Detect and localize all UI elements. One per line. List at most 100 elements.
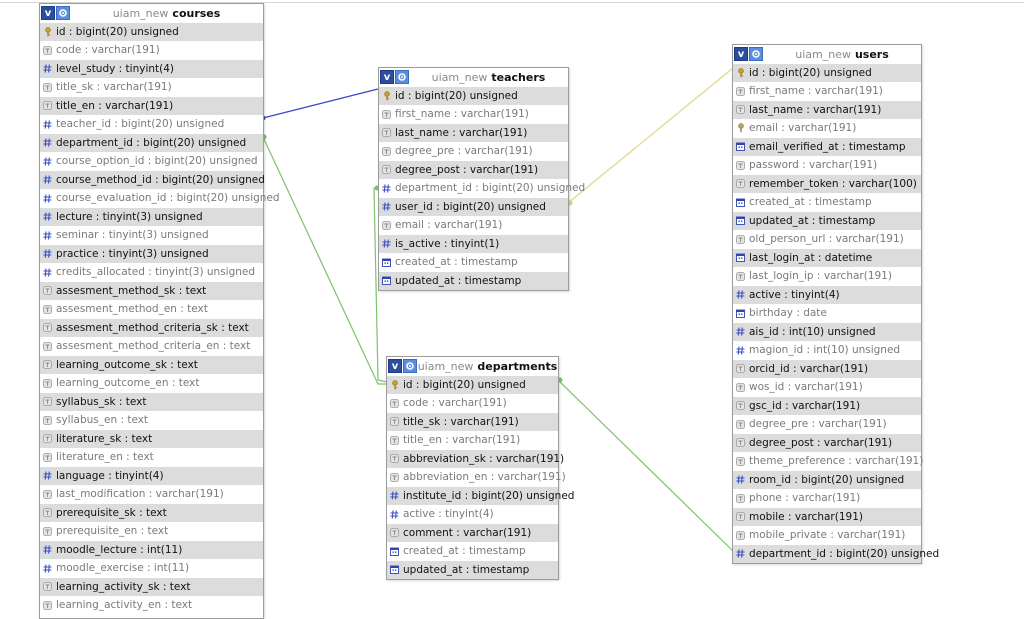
column-row[interactable]: first_name : varchar(191) (379, 104, 568, 124)
column-row[interactable]: theme_preference : varchar(191) (733, 451, 923, 471)
column-row[interactable]: id : bigint(20) unsigned (379, 86, 568, 105)
column-row[interactable]: abbreviation_en : varchar(191) (387, 467, 566, 487)
column-row[interactable]: degree_post : varchar(191) (379, 160, 568, 179)
column-row[interactable]: learning_activity_en : text (40, 595, 263, 615)
column-row[interactable]: active : tinyint(4) (387, 504, 558, 524)
column-row[interactable]: last_name : varchar(191) (379, 123, 568, 142)
column-row[interactable]: abbreviation_sk : varchar(191) (387, 449, 564, 468)
gear-icon[interactable] (395, 70, 409, 84)
column-row[interactable]: updated_at : timestamp (379, 271, 568, 290)
column-row[interactable]: seminar : tinyint(3) unsigned (40, 225, 263, 245)
column-row[interactable]: password : varchar(191) (733, 155, 921, 175)
column-row[interactable]: course_option_id : bigint(20) unsigned (40, 151, 263, 171)
column-row[interactable]: mobile : varchar(191) (733, 507, 921, 526)
column-row[interactable]: moodle_lecture : int(11) (40, 540, 263, 559)
column-row[interactable]: literature_en : text (40, 447, 263, 467)
column-row[interactable]: room_id : bigint(20) unsigned (733, 470, 921, 489)
column-row[interactable]: created_at : timestamp (733, 192, 921, 212)
column-row[interactable]: code : varchar(191) (40, 40, 263, 60)
column-row[interactable]: assesment_method_sk : text (40, 281, 263, 300)
column-row[interactable]: learning_outcome_en : text (40, 373, 263, 393)
column-row[interactable]: old_person_url : varchar(191) (733, 229, 921, 249)
column-row[interactable]: id : bigint(20) unsigned (733, 63, 921, 82)
column-row[interactable]: created_at : timestamp (379, 252, 568, 272)
column-row[interactable]: lecture : tinyint(3) unsigned (40, 207, 263, 226)
column-row[interactable]: course_evaluation_id : bigint(20) unsign… (40, 188, 280, 208)
column-row[interactable]: birthday : date (733, 303, 921, 323)
column-row[interactable]: magion_id : int(10) unsigned (733, 340, 921, 360)
toggle-columns-button[interactable]: v (380, 70, 394, 84)
column-row[interactable]: degree_pre : varchar(191) (379, 141, 568, 161)
column-row[interactable]: moodle_exercise : int(11) (40, 558, 263, 578)
column-row[interactable]: degree_post : varchar(191) (733, 433, 921, 452)
column-row[interactable]: literature_sk : text (40, 429, 263, 448)
toggle-columns-button[interactable]: v (734, 47, 748, 61)
table-name: teachers (491, 70, 546, 84)
column-row[interactable]: practice : tinyint(3) unsigned (40, 244, 263, 263)
toggle-columns-button[interactable]: v (41, 6, 55, 20)
column-row[interactable]: user_id : bigint(20) unsigned (379, 197, 568, 216)
column-row[interactable]: learning_activity_sk : text (40, 577, 263, 596)
column-row[interactable]: gsc_id : varchar(191) (733, 396, 921, 415)
column-row[interactable]: prerequisite_en : text (40, 521, 263, 541)
column-row[interactable]: ais_id : int(10) unsigned (733, 322, 921, 341)
column-row[interactable]: phone : varchar(191) (733, 488, 921, 508)
column-row[interactable]: assesment_method_criteria_sk : text (40, 318, 263, 337)
column-row[interactable]: prerequisite_sk : text (40, 503, 263, 522)
column-row[interactable]: last_login_ip : varchar(191) (733, 266, 921, 286)
column-row[interactable]: title_en : varchar(191) (387, 430, 558, 450)
column-row[interactable]: comment : varchar(191) (387, 523, 558, 542)
column-row[interactable]: id : bigint(20) unsigned (387, 375, 558, 394)
toggle-columns-button[interactable]: v (388, 359, 402, 373)
column-label: mobile : varchar(191) (749, 510, 863, 523)
column-row[interactable]: updated_at : timestamp (387, 560, 558, 579)
gear-icon[interactable] (749, 47, 763, 61)
column-row[interactable]: teacher_id : bigint(20) unsigned (40, 114, 263, 134)
column-row[interactable]: first_name : varchar(191) (733, 81, 921, 101)
column-row[interactable]: title_en : varchar(191) (40, 96, 263, 115)
column-row[interactable]: department_id : bigint(20) unsigned (733, 544, 939, 563)
column-row[interactable]: department_id : bigint(20) unsigned (40, 133, 263, 152)
column-row[interactable]: credits_allocated : tinyint(3) unsigned (40, 262, 263, 282)
column-row[interactable]: is_active : tinyint(1) (379, 234, 568, 253)
column-row[interactable]: syllabus_sk : text (40, 392, 263, 411)
column-row[interactable]: last_modification : varchar(191) (40, 484, 263, 504)
column-row[interactable]: title_sk : varchar(191) (387, 412, 558, 431)
gear-icon[interactable] (56, 6, 70, 20)
column-row[interactable]: degree_pre : varchar(191) (733, 414, 921, 434)
column-row[interactable]: id : bigint(20) unsigned (40, 22, 263, 41)
column-row[interactable]: title_sk : varchar(191) (40, 77, 263, 97)
column-row[interactable]: learning_outcome_sk : text (40, 355, 263, 374)
column-row[interactable]: orcid_id : varchar(191) (733, 359, 921, 378)
column-row[interactable]: remember_token : varchar(100) (733, 174, 921, 193)
column-row[interactable]: last_login_at : datetime (733, 248, 921, 267)
column-row[interactable]: syllabus_en : text (40, 410, 263, 430)
column-row[interactable]: active : tinyint(4) (733, 285, 921, 304)
column-row[interactable]: assesment_method_criteria_en : text (40, 336, 263, 356)
column-row[interactable]: mobile_private : varchar(191) (733, 525, 921, 545)
column-row[interactable]: course_method_id : bigint(20) unsigned (40, 170, 265, 189)
column-row[interactable]: updated_at : timestamp (733, 211, 921, 230)
column-row[interactable]: language : tinyint(4) (40, 466, 263, 485)
column-row[interactable]: email_verified_at : timestamp (733, 137, 921, 156)
column-row[interactable]: wos_id : varchar(191) (733, 377, 921, 397)
column-row[interactable]: level_study : tinyint(4) (40, 59, 263, 78)
column-row[interactable]: code : varchar(191) (387, 393, 558, 413)
column-row[interactable]: department_id : bigint(20) unsigned (379, 178, 585, 198)
gear-icon[interactable] (403, 359, 417, 373)
column-row[interactable]: last_name : varchar(191) (733, 100, 921, 119)
column-row[interactable]: assesment_method_en : text (40, 299, 263, 319)
column-row[interactable]: email : varchar(191) (379, 215, 568, 235)
column-row[interactable]: created_at : timestamp (387, 541, 558, 561)
column-row[interactable]: institute_id : bigint(20) unsigned (387, 486, 574, 505)
column-row[interactable]: email : varchar(191) (733, 118, 921, 138)
